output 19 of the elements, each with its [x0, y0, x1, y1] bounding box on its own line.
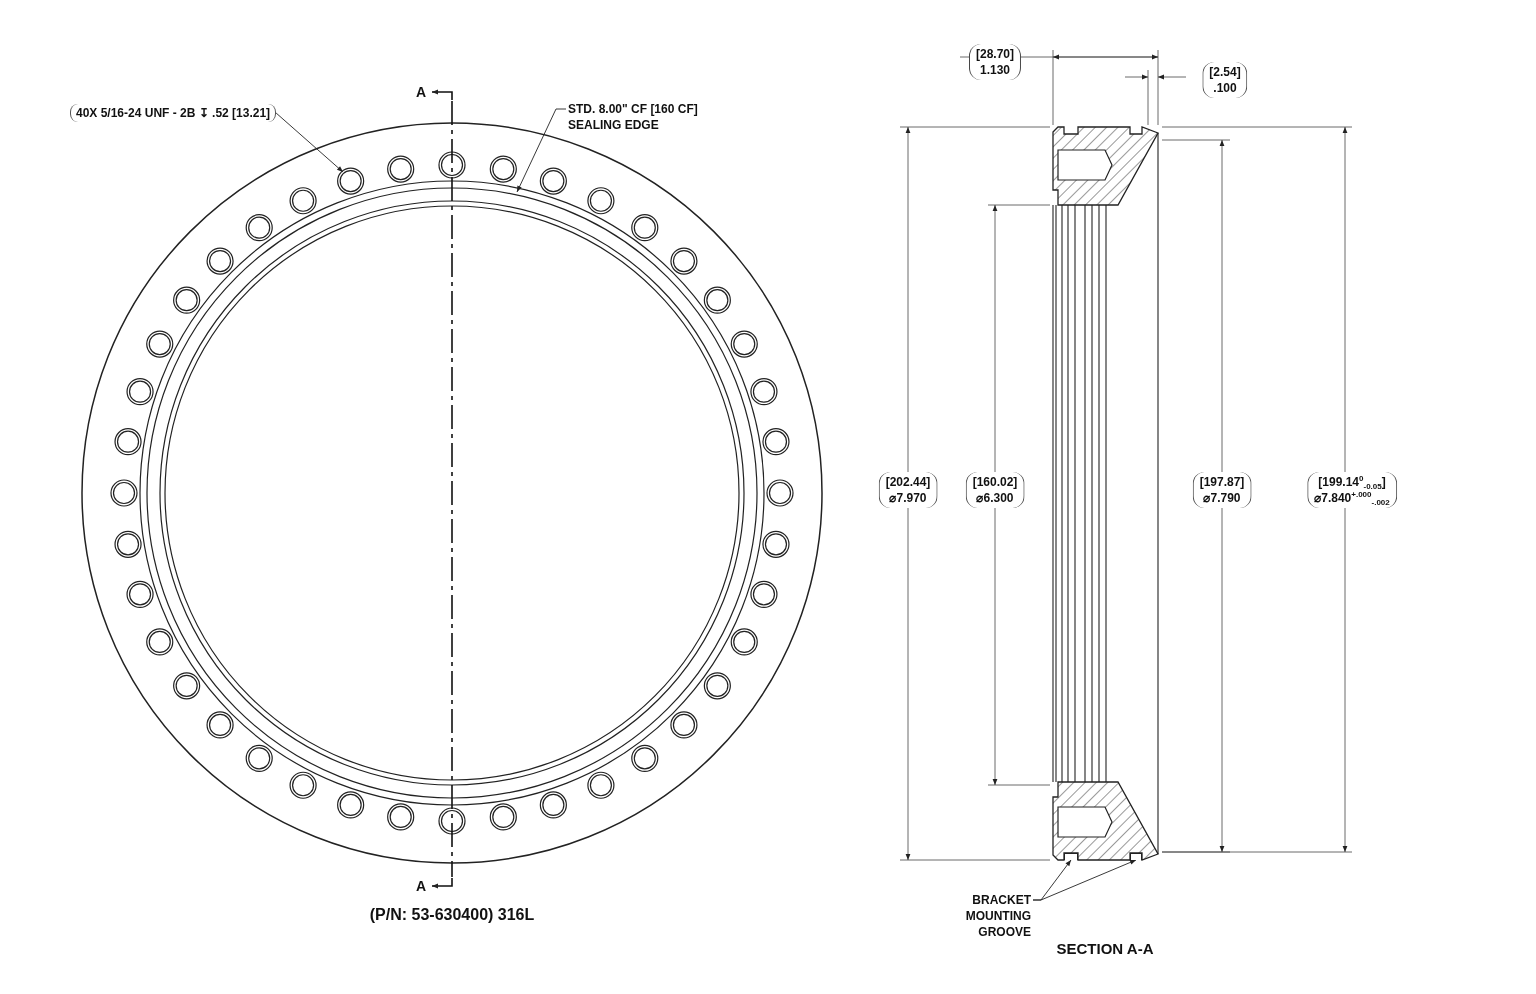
dimension-value: [202.44]: [885, 474, 931, 490]
dimension-value: ⌀7.970: [889, 490, 927, 506]
dimension-value: ⌀7.790: [1203, 490, 1241, 506]
dimension-value: [199.14$^{0}$$_{-0.05}$]: [1318, 474, 1386, 490]
dimension-value: ⌀6.300: [976, 490, 1014, 506]
dimension-value: [28.70]: [976, 46, 1014, 62]
dimension-value: [160.02]: [972, 474, 1018, 490]
part-caption: (P/N: 53-630400) 316L: [369, 906, 535, 924]
dimension-value: [197.87]: [1199, 474, 1245, 490]
callout-note: BRACKET MOUNTING GROOVE: [955, 892, 1031, 940]
dimension-value: 1.130: [980, 62, 1010, 78]
section-letter: A: [415, 84, 427, 100]
callout-note: STD. 8.00" CF [160 CF] SEALING EDGE: [568, 101, 718, 133]
dimension-value: [2.54]: [1209, 64, 1241, 80]
dimension-value: .100: [1213, 80, 1237, 96]
mounting-groove: [1064, 853, 1078, 860]
section-letter: A: [415, 878, 427, 894]
callout-note: 40X 5/16-24 UNF - 2B ↧ .52 [13.21]: [70, 104, 277, 122]
mounting-groove: [1130, 853, 1142, 860]
